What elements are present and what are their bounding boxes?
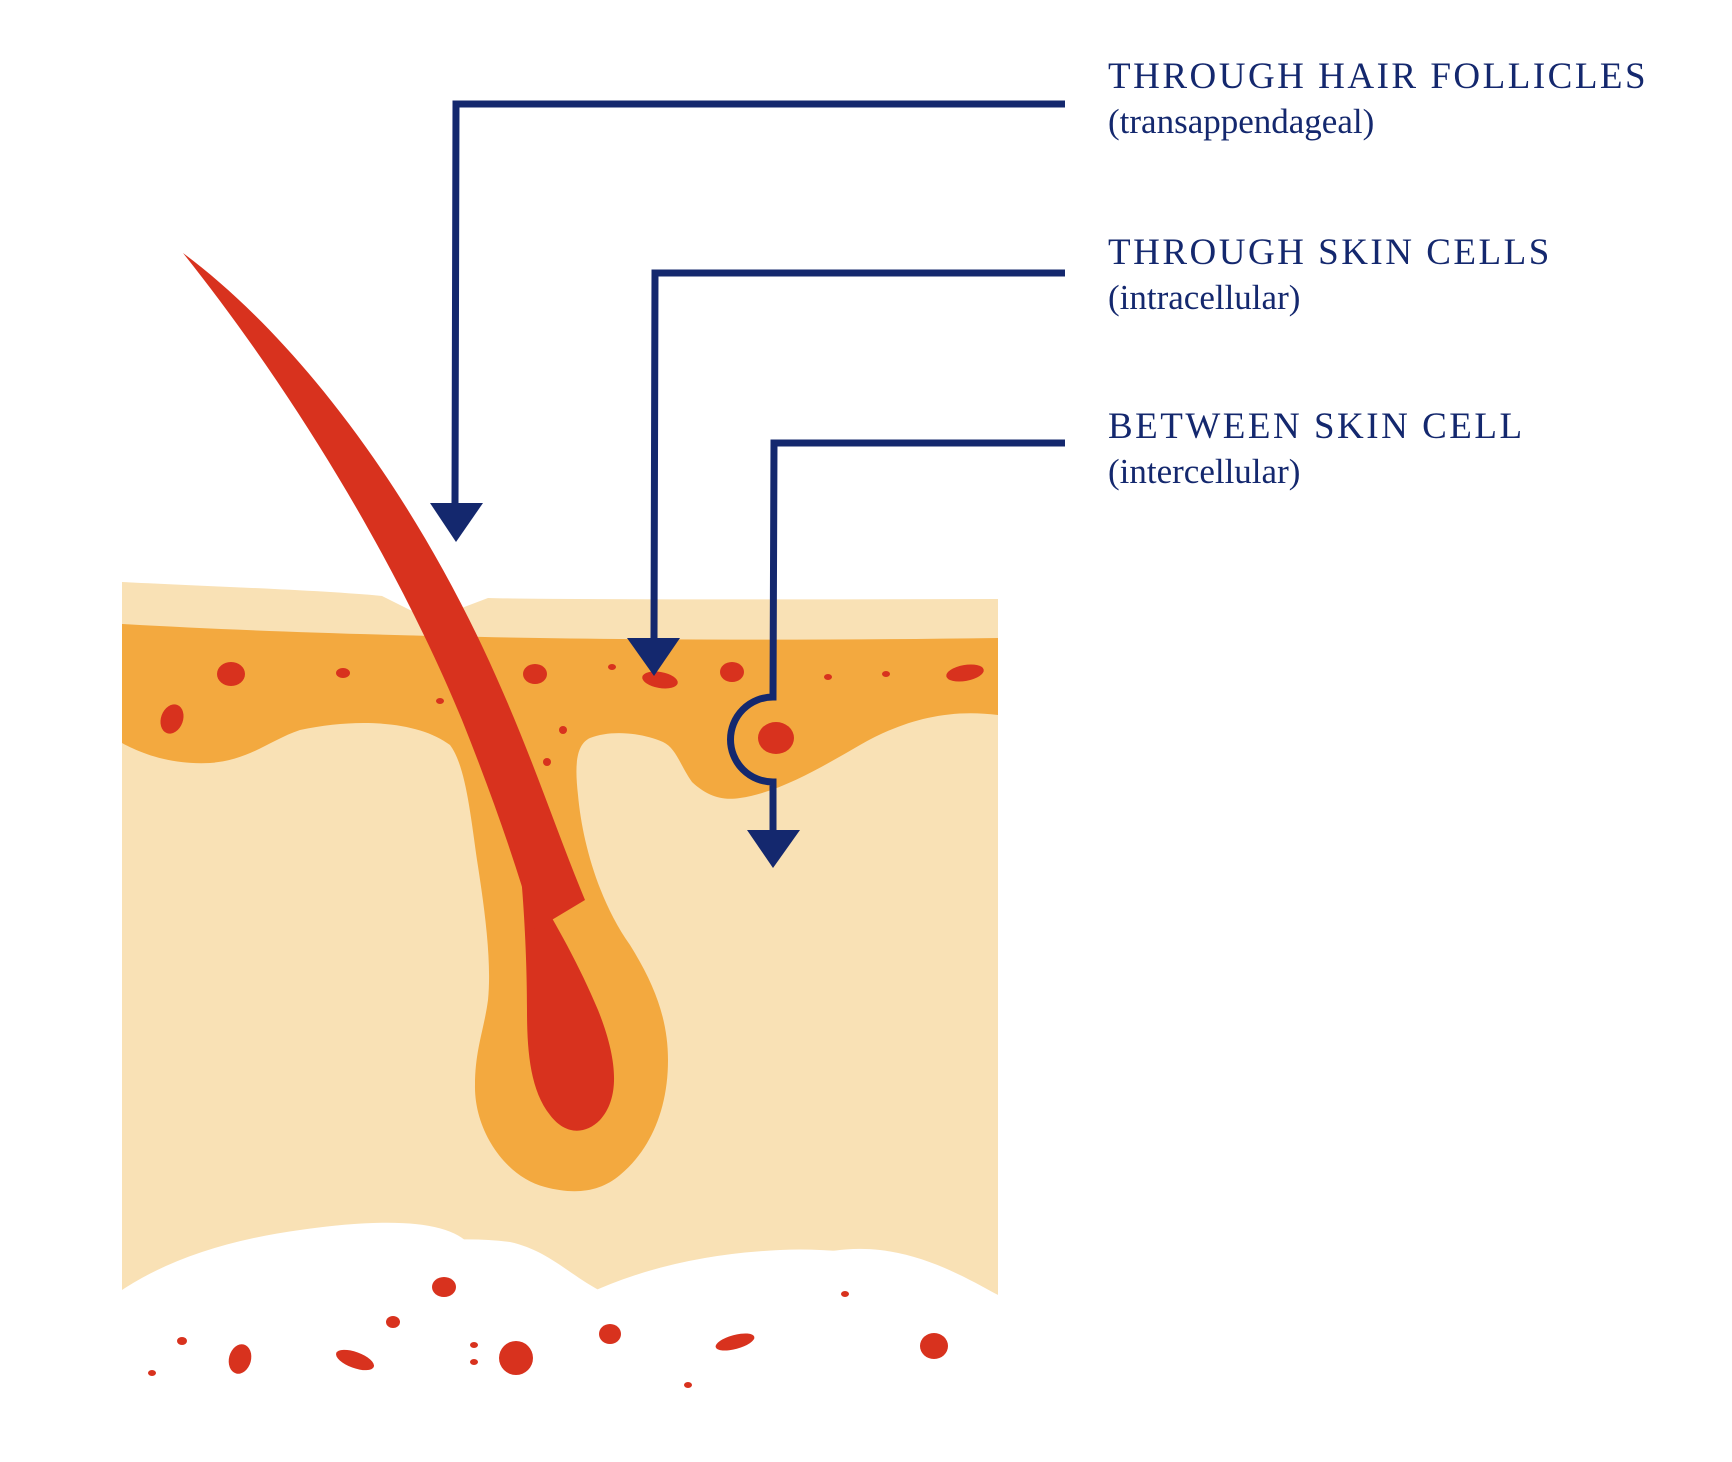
label-hair-follicles-subtitle: (transappendageal) [1108, 102, 1375, 141]
label-skin-cells-title: THROUGH SKIN CELLS [1108, 232, 1552, 273]
label-skin-cells: THROUGH SKIN CELLS (intracellular) [1108, 231, 1552, 321]
between-route-line [727, 439, 1065, 832]
hypodermis-cells [148, 1277, 948, 1388]
follicle-arrow-head [430, 503, 483, 542]
label-between-cells-subtitle: (intercellular) [1108, 452, 1301, 491]
hair-shaft [183, 253, 585, 930]
arrow-heads [430, 503, 800, 868]
hypodermis-layer [122, 1239, 998, 1405]
label-between-cells: BETWEEN SKIN CELL (intercellular) [1108, 405, 1525, 495]
skin-cross-section [122, 253, 998, 1405]
skin-cells-arrow-head [627, 638, 680, 676]
between-arrow-head [747, 830, 800, 868]
label-skin-cells-subtitle: (intracellular) [1108, 278, 1301, 317]
label-between-cells-title: BETWEEN SKIN CELL [1108, 406, 1525, 447]
hair-bulb [520, 865, 615, 1131]
label-hair-follicles-title: THROUGH HAIR FOLLICLES [1108, 56, 1649, 97]
epidermis-cells [160, 662, 984, 766]
follicle-route-line [451, 100, 1065, 506]
pathway-arrows [451, 100, 1065, 832]
label-hair-follicles: THROUGH HAIR FOLLICLES (transappendageal… [1108, 55, 1648, 145]
skin-cells-route-line [650, 269, 1065, 641]
